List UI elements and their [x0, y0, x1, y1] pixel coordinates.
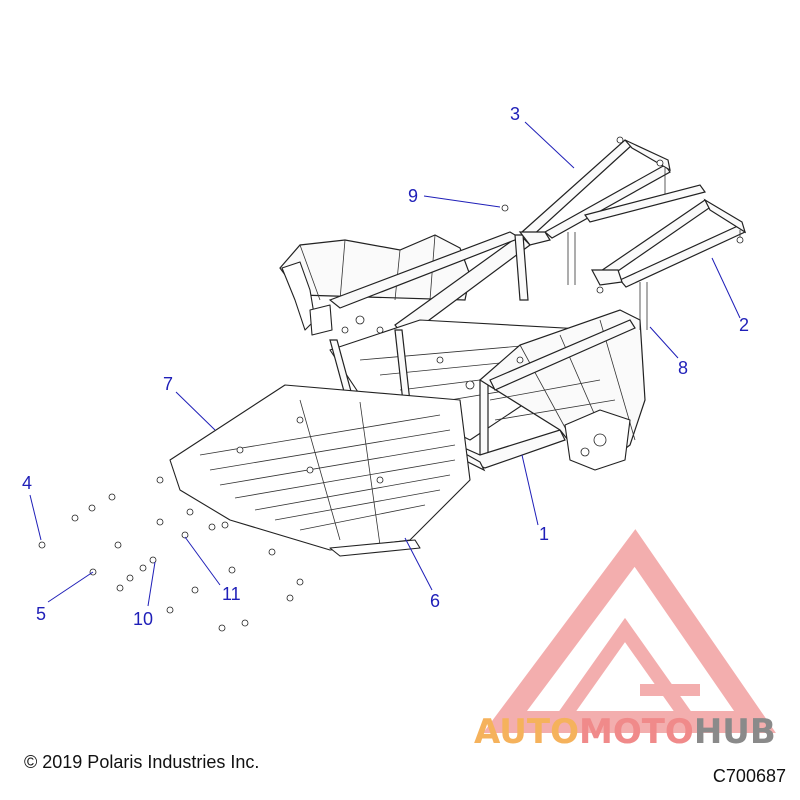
drawing-number: C700687: [712, 766, 786, 786]
leader-lines: [29, 121, 741, 607]
leader-2: [711, 257, 741, 319]
callout-6: 6: [430, 591, 440, 611]
leader-5: [47, 571, 94, 603]
watermark-moto: MOTO: [578, 712, 694, 752]
leader-1: [521, 454, 539, 526]
skid-plate: [169, 384, 471, 557]
leader-4: [29, 494, 42, 541]
watermark-wordmark: AUTOMOTOHUB: [474, 712, 776, 752]
roof-rail-lower: [584, 184, 747, 330]
leader-7: [175, 391, 216, 431]
callout-9: 9: [408, 186, 418, 206]
callout-11: 11: [222, 584, 241, 604]
leader-10: [147, 561, 156, 607]
leader-6: [404, 537, 433, 591]
watermark-hub: HUB: [693, 712, 776, 752]
callout-5: 5: [36, 604, 46, 624]
leader-9: [423, 195, 501, 208]
callout-7: 7: [163, 374, 173, 394]
watermark-auto: AUTO: [474, 712, 579, 752]
callout-10: 10: [133, 609, 153, 629]
roof-rail-upper: [501, 136, 671, 285]
leader-3: [524, 121, 575, 169]
callout-1: 1: [539, 524, 549, 544]
leader-11: [184, 536, 221, 586]
callout-labels: 1 2 3 4 5 6 7 8 9 10 11: [22, 104, 749, 629]
copyright-notice: © 2019 Polaris Industries Inc.: [24, 752, 260, 772]
callout-2: 2: [739, 315, 749, 335]
watermark-logo: [483, 529, 776, 733]
callout-8: 8: [678, 358, 688, 378]
callout-4: 4: [22, 473, 32, 493]
callout-3: 3: [510, 104, 520, 124]
leader-8: [649, 326, 679, 359]
